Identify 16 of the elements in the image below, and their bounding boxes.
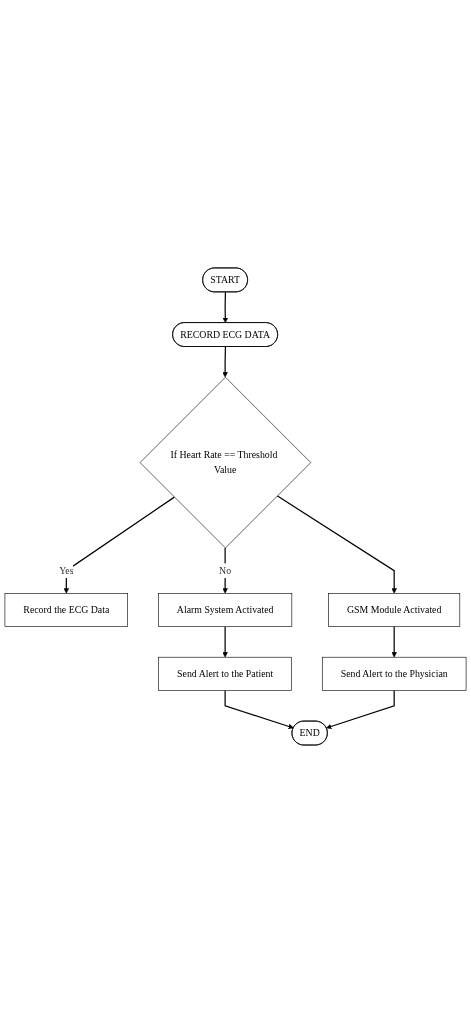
arrow [222, 291, 229, 323]
edge-label: No [219, 564, 232, 576]
node-box: GSM Module Activated [328, 592, 461, 627]
node-diamond: If Heart Rate == Threshold Value [139, 376, 312, 548]
arrow [326, 689, 395, 729]
edge-label: Yes [59, 564, 74, 576]
node-box: Record the ECG Data [4, 592, 128, 627]
node-box: Send Alert to the Patient [158, 656, 292, 691]
arrow [222, 625, 228, 657]
arrow [224, 689, 294, 729]
arrow [276, 494, 397, 594]
node-box: Alarm System Activated [158, 592, 293, 627]
node-box: Send Alert to the Physician [321, 656, 467, 691]
arrow [63, 496, 175, 594]
arrow [222, 345, 228, 377]
arrow [391, 625, 397, 657]
